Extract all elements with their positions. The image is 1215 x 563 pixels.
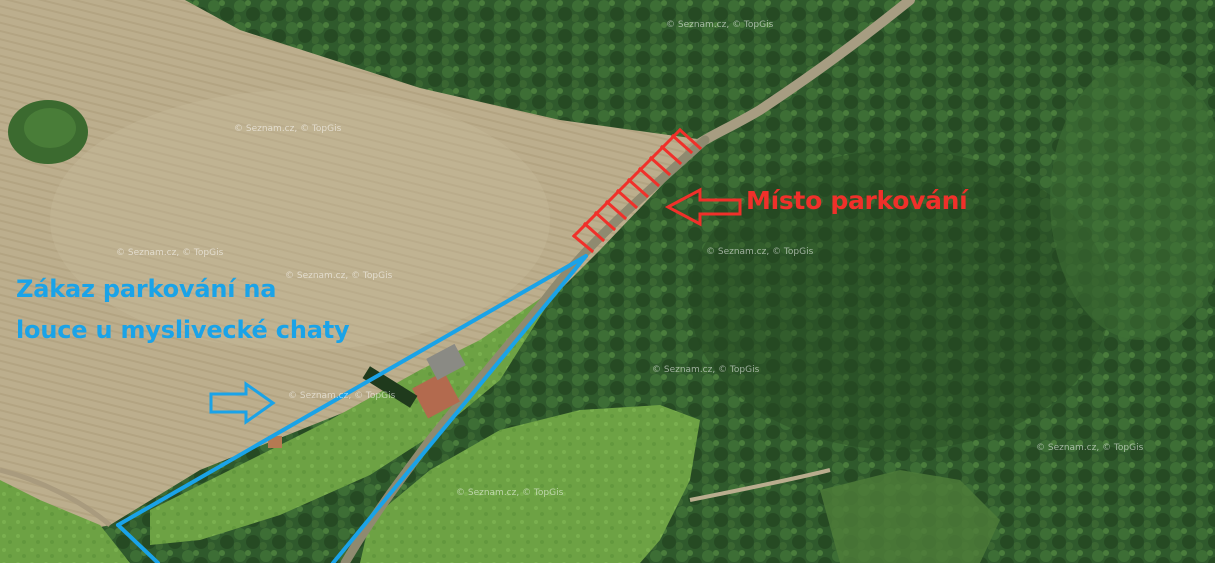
parking-zone-hatch — [670, 133, 694, 155]
field-track — [0, 467, 112, 527]
lodge-meadow — [150, 285, 560, 545]
parking-place-label: Místo parkování — [746, 186, 968, 215]
meadow-track — [689, 468, 831, 502]
parking-zone-hatch — [571, 233, 595, 254]
field-area — [0, 0, 705, 540]
no-parking-label-line1: Zákaz parkování na — [16, 275, 277, 303]
parking-zone-hatch — [659, 144, 683, 166]
map-watermark: © Seznam.cz, © TopGis — [652, 365, 760, 375]
map-watermark: © Seznam.cz, © TopGis — [116, 248, 224, 258]
parking-zone-hatch — [604, 199, 628, 221]
parking-zone — [571, 127, 703, 254]
no-parking-arrow-icon — [209, 381, 276, 425]
parking-zone-hatch — [582, 221, 606, 243]
no-parking-zone — [116, 254, 588, 563]
parking-zone-edge-top — [677, 127, 703, 151]
forest-road — [685, 0, 915, 155]
no-parking-zone-edge-top — [116, 254, 588, 527]
clearing-right — [820, 470, 1000, 563]
lodge-roof — [412, 371, 460, 419]
map-watermark: © Seznam.cz, © TopGis — [285, 271, 393, 281]
parking-zone-hatch — [593, 210, 617, 232]
meadow-area — [360, 405, 700, 563]
lodge-roof-grey — [426, 343, 466, 381]
parking-arrow-icon — [664, 187, 742, 227]
tree-clump-core — [24, 108, 76, 148]
no-parking-label-line2: louce u myslivecké chaty — [16, 316, 350, 344]
map-watermark: © Seznam.cz, © TopGis — [1036, 443, 1144, 453]
parking-zone-hatch — [637, 166, 661, 188]
no-parking-zone-edge-bottom — [116, 523, 160, 563]
parking-zone-hatch — [626, 177, 650, 199]
forest-shadow — [690, 150, 1110, 450]
map-watermark: © Seznam.cz, © TopGis — [666, 20, 774, 30]
map-watermark: © Seznam.cz, © TopGis — [288, 391, 396, 401]
field-lighter-zone — [50, 90, 550, 350]
parking-zone-hatch — [615, 188, 639, 210]
map-watermark: © Seznam.cz, © TopGis — [234, 124, 342, 134]
map-watermark: © Seznam.cz, © TopGis — [456, 488, 564, 498]
no-parking-zone-edge-right — [331, 254, 588, 563]
meadow-left — [0, 480, 130, 563]
forest-highlight — [1050, 60, 1215, 340]
parking-zone-hatch — [648, 155, 672, 177]
map-watermark: © Seznam.cz, © TopGis — [706, 247, 814, 257]
